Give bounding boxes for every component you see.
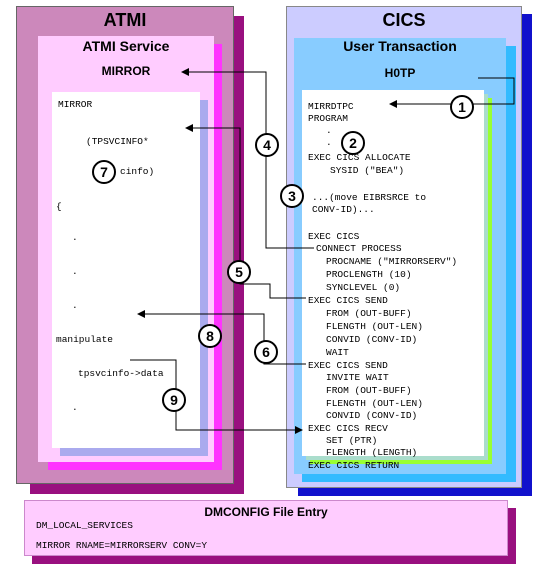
cics-transaction-name: H0TP <box>384 66 416 80</box>
cics-transaction-title: User Transaction <box>343 38 457 54</box>
step-5: 5 <box>227 260 251 284</box>
atmi-code-line: . <box>72 232 78 243</box>
cics-code-line: SYNCLEVEL (0) <box>326 282 401 293</box>
atmi-service-title: ATMI Service <box>82 38 170 54</box>
cics-code-line: INVITE WAIT <box>326 372 389 383</box>
step-1: 1 <box>450 95 474 119</box>
cics-code-line: CONNECT PROCESS <box>316 243 402 254</box>
step-4: 4 <box>255 133 279 157</box>
cics-code-line: EXEC CICS ALLOCATE <box>308 152 411 163</box>
cics-code-line: PROCNAME ("MIRRORSERV") <box>326 256 458 267</box>
cics-title: CICS <box>382 10 426 30</box>
arrow-5 <box>185 124 306 299</box>
step-8: 8 <box>198 324 222 348</box>
atmi-code-line: cinfo) <box>120 166 155 177</box>
cics-code-line: CONV-ID)... <box>312 204 375 215</box>
cics-code-line: EXEC CICS SEND <box>308 295 388 306</box>
step-9: 9 <box>162 388 186 412</box>
arrow-4 <box>181 68 314 249</box>
atmi-code-line: MIRROR <box>58 99 93 110</box>
cics-code-line: MIRRDTPC <box>308 101 354 112</box>
atmi-code-line: . <box>72 266 78 277</box>
atmi-title: ATMI <box>103 10 147 30</box>
cics-code-line: . <box>326 137 332 148</box>
cics-code-line: FLENGTH (LENGTH) <box>326 447 418 458</box>
cics-code-line: FROM (OUT-BUFF) <box>326 308 412 319</box>
cics-code-line: EXEC CICS RETURN <box>308 460 400 471</box>
cics-code-line: CONVID (CONV-ID) <box>326 410 418 421</box>
dmconfig-line-2: MIRROR RNAME=MIRRORSERV CONV=Y <box>36 540 208 551</box>
atmi-code-line: . <box>72 300 78 311</box>
step-6: 6 <box>254 340 278 364</box>
arrow-6 <box>137 310 306 365</box>
step-7: 7 <box>92 160 116 184</box>
cics-code-line: EXEC CICS SEND <box>308 360 388 371</box>
atmi-code-line: (TPSVCINFO* <box>86 136 149 147</box>
atmi-service-name: MIRROR <box>101 64 151 78</box>
cics-code-line: PROCLENGTH (10) <box>326 269 412 280</box>
cics-code-line: CONVID (CONV-ID) <box>326 334 418 345</box>
cics-code-line: SYSID ("BEA") <box>330 165 405 176</box>
cics-code-line: FLENGTH (OUT-LEN) <box>326 321 423 332</box>
dmconfig-line-1: DM_LOCAL_SERVICES <box>36 520 133 531</box>
cics-code-line: SET (PTR) <box>326 435 378 446</box>
dmconfig-title: DMCONFIG File Entry <box>204 505 328 519</box>
atmi-code-line: manipulate <box>56 334 114 345</box>
step-3: 3 <box>280 184 304 208</box>
cics-code-line: PROGRAM <box>308 113 348 124</box>
step-2: 2 <box>341 131 365 155</box>
cics-code-line: FROM (OUT-BUFF) <box>326 385 412 396</box>
atmi-code-line: { <box>56 201 62 212</box>
cics-code-line: EXEC CICS <box>308 231 360 242</box>
cics-code-line: ...(move EIBRSRCE to <box>312 192 427 203</box>
cics-code-panel <box>302 90 484 456</box>
cics-code-line: FLENGTH (OUT-LEN) <box>326 398 423 409</box>
cics-code-line: . <box>326 125 332 136</box>
atmi-code-line: tpsvcinfo->data <box>78 368 164 379</box>
dmconfig-box <box>24 500 508 556</box>
arrow-9 <box>130 359 303 434</box>
cics-code-line: EXEC CICS RECV <box>308 423 388 434</box>
cics-code-line: WAIT <box>326 347 349 358</box>
atmi-code-line: . <box>72 402 78 413</box>
